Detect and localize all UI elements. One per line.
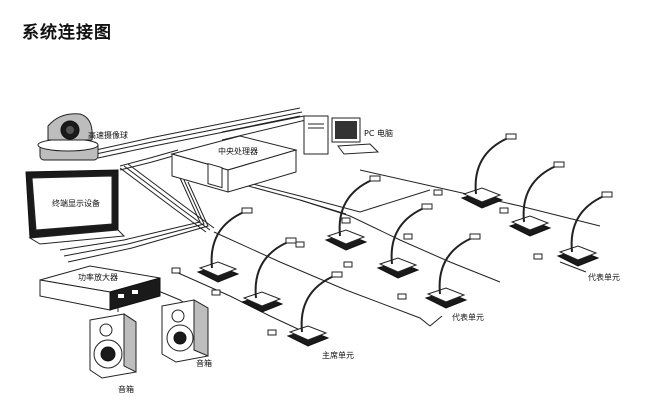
- mic-units: [196, 133, 613, 347]
- delegate-unit-icon: [196, 207, 253, 283]
- delegate-unit-icon: [508, 161, 565, 237]
- delegate-unit-icon: [556, 191, 613, 267]
- chairman-unit-icon: [286, 271, 343, 347]
- connectors: [171, 189, 543, 336]
- delegate-unit-icon: [324, 175, 381, 251]
- delegate-unit-icon: [376, 203, 433, 279]
- speaker-left-icon: [89, 313, 137, 379]
- speaker-right-icon: [161, 299, 209, 363]
- speaker-right-label: 音箱: [196, 358, 212, 368]
- chairman-label: 主席单元: [322, 350, 354, 360]
- amplifier-icon: [39, 265, 161, 311]
- pc-icon: [303, 115, 380, 155]
- display-icon: [25, 169, 126, 245]
- camera-label: 高速摄像球: [88, 130, 128, 140]
- delegate-middle-label: 代表单元: [452, 312, 484, 322]
- delegate-unit-icon: [460, 133, 517, 209]
- processor-icon: [170, 135, 298, 193]
- delegate-unit-icon: [424, 233, 481, 309]
- display-label: 终端显示设备: [52, 198, 100, 208]
- diagram-title: 系统连接图: [22, 23, 112, 43]
- pc-label: PC 电脑: [364, 128, 393, 138]
- cable-bundle: [59, 107, 431, 312]
- processor-label: 中央处理器: [218, 146, 258, 156]
- speaker-left-label: 音箱: [118, 384, 134, 394]
- delegate-right-label: 代表单元: [588, 272, 620, 282]
- amplifier-label: 功率放大器: [78, 272, 118, 282]
- camera-icon: [37, 113, 99, 161]
- delegate-unit-icon: [240, 237, 297, 313]
